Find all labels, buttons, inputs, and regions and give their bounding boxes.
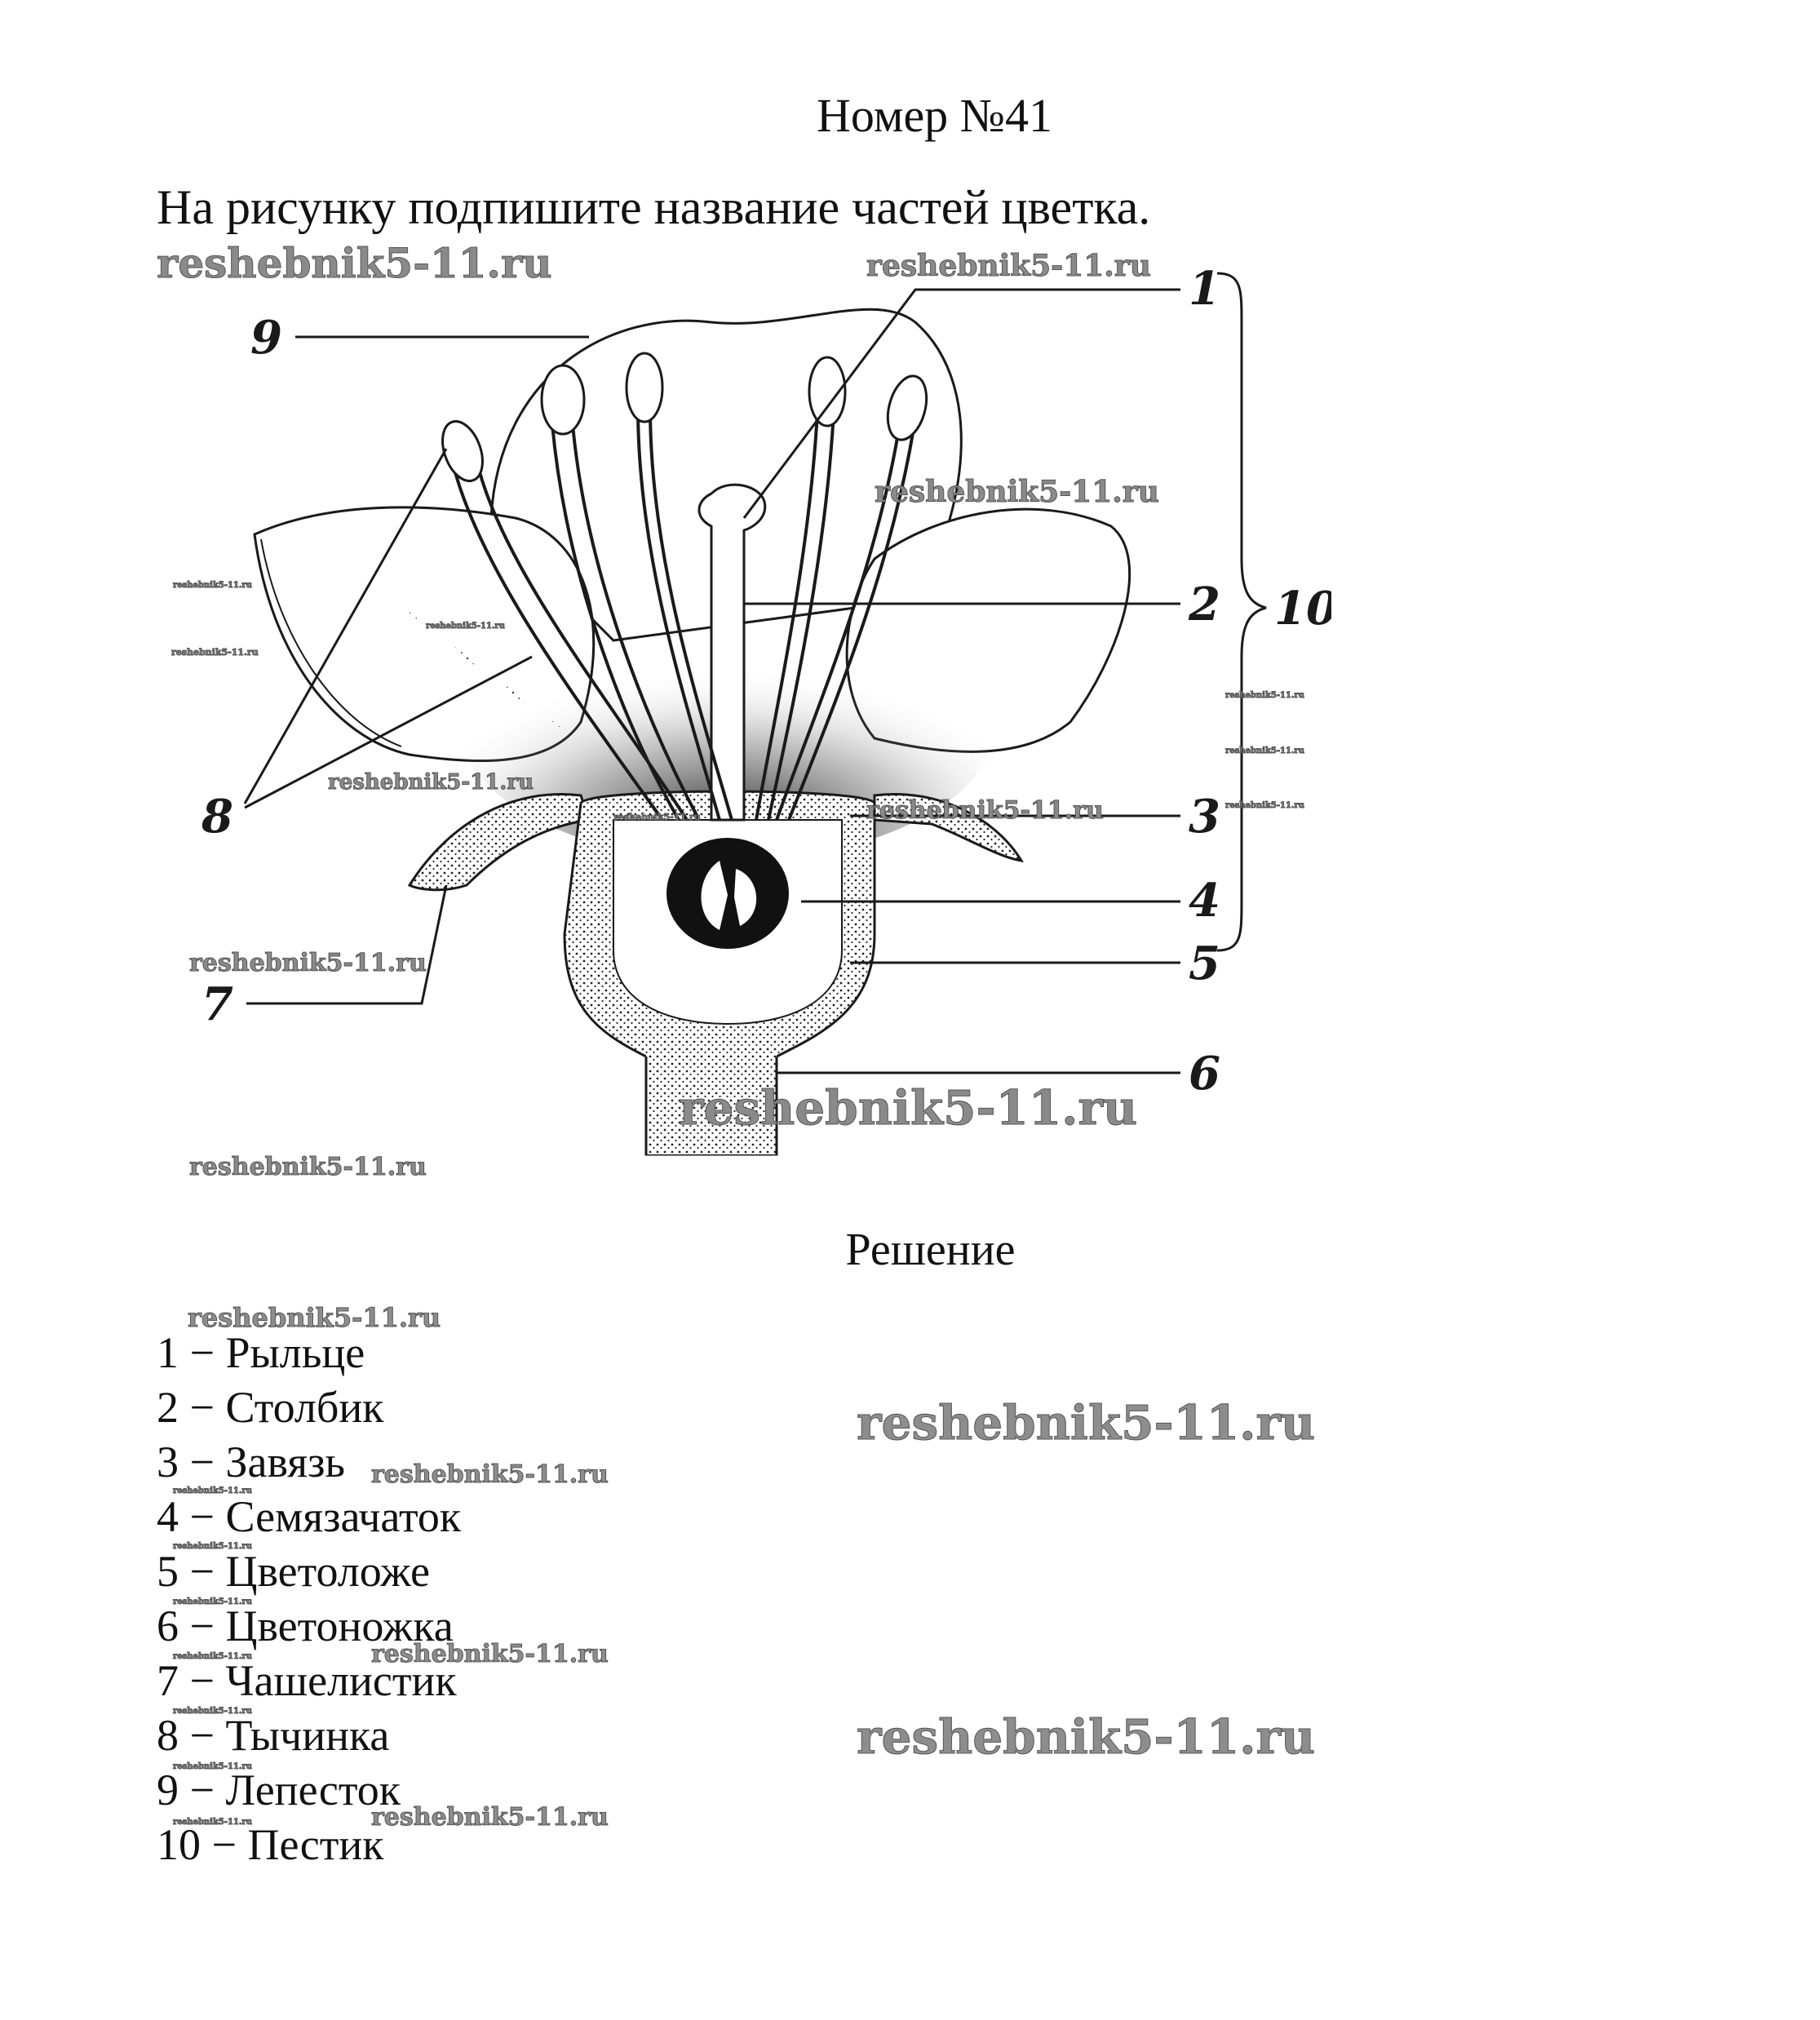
watermark: reshebnik5-11.ru [371, 1640, 609, 1668]
ovule [666, 838, 789, 949]
watermark: reshebnik5-11.ru [173, 1597, 252, 1606]
watermark: reshebnik5-11.ru [857, 1709, 1315, 1765]
label-6: 6 [1189, 1047, 1220, 1101]
watermark: reshebnik5-11.ru [173, 1542, 252, 1551]
watermark: reshebnik5-11.ru [1225, 801, 1304, 810]
watermark: reshebnik5-11.ru [875, 475, 1159, 509]
watermark: reshebnik5-11.ru [173, 581, 252, 590]
label-5: 5 [1189, 937, 1220, 990]
brace-10 [1217, 273, 1266, 950]
label-8: 8 [201, 790, 233, 844]
watermark: reshebnik5-11.ru [173, 1486, 252, 1495]
answer-item: 2 − Столбик [157, 1380, 461, 1435]
answer-item: 8 − Тычинка [157, 1708, 461, 1763]
flower-diagram: 9 1 2 10 3 4 5 6 7 8 reshebnik5-11.ru re… [157, 233, 1331, 1179]
watermark: reshebnik5-11.ru [189, 1153, 427, 1179]
watermark: reshebnik5-11.ru [1225, 691, 1304, 700]
solution-heading: Решение [0, 1224, 1820, 1276]
label-10: 10 [1274, 582, 1331, 636]
sepal-left [410, 794, 589, 889]
watermark: reshebnik5-11.ru [371, 1460, 609, 1489]
label-1: 1 [1189, 262, 1220, 316]
watermark: reshebnik5-11.ru [328, 770, 534, 795]
watermark: reshebnik5-11.ru [173, 1652, 252, 1661]
watermark: reshebnik5-11.ru [173, 1707, 252, 1716]
page-title: Номер №41 [0, 88, 1820, 143]
watermark: reshebnik5-11.ru [1225, 746, 1304, 755]
label-2: 2 [1188, 578, 1220, 631]
label-4: 4 [1189, 874, 1220, 928]
watermark: reshebnik5-11.ru [371, 1803, 609, 1832]
watermark: reshebnik5-11.ru [171, 647, 259, 658]
watermark: reshebnik5-11.ru [189, 949, 427, 977]
watermark: reshebnik5-11.ru [188, 1302, 441, 1333]
watermark: reshebnik5-11.ru [173, 1818, 252, 1827]
task-text: На рисунку подпишите название частей цве… [157, 179, 1150, 236]
watermark: reshebnik5-11.ru [157, 239, 552, 287]
answer-item: 1 − Рыльце [157, 1326, 461, 1380]
label-9: 9 [250, 311, 282, 365]
watermark: reshebnik5-11.ru [426, 622, 505, 631]
answer-item: 4 − Семязачаток [157, 1490, 461, 1544]
watermark: reshebnik5-11.ru [857, 1395, 1315, 1451]
watermark: reshebnik5-11.ru [173, 1762, 252, 1771]
watermark: reshebnik5-11.ru [866, 796, 1104, 825]
label-3: 3 [1189, 790, 1220, 844]
answer-item: 5 − Цветоложе [157, 1544, 461, 1599]
label-7: 7 [201, 977, 233, 1031]
watermark: reshebnik5-11.ru [613, 812, 701, 822]
watermark: reshebnik5-11.ru [679, 1080, 1137, 1136]
watermark: reshebnik5-11.ru [866, 249, 1151, 283]
